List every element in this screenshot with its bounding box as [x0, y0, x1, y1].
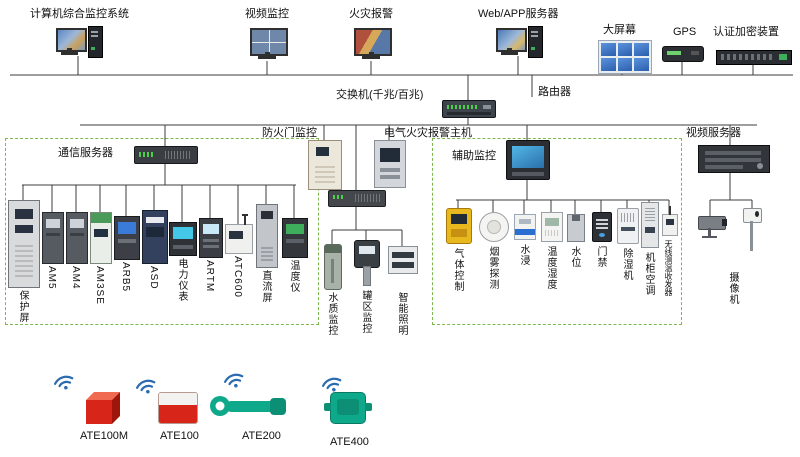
label-gps: GPS [673, 26, 697, 38]
middle-server-icon [328, 190, 386, 207]
label-am4: AM4 [70, 266, 81, 290]
water-quality-sensor-icon [324, 244, 342, 290]
am5-device-icon [42, 212, 64, 264]
am4-device-icon [66, 212, 88, 264]
label-tank-monitoring: 罐区监控 [360, 290, 371, 334]
label-cabinet-ac: 机柜空调 [643, 252, 654, 296]
arb5-device-icon [114, 216, 140, 260]
label-gas-control: 气体控制 [452, 248, 463, 292]
label-access-control: 门禁 [595, 246, 606, 268]
ate400-product-icon [324, 392, 372, 424]
box-camera-icon [696, 214, 727, 240]
asd-device-icon [142, 210, 168, 264]
label-ate100m: ATE100M [80, 430, 129, 442]
encryption-device-icon [716, 50, 792, 65]
label-temp-humidity: 温度湿度 [545, 246, 556, 290]
label-protection-panel: 保护屏 [17, 290, 28, 323]
aux-monitor-group-box [432, 138, 682, 325]
label-atc600: ATC600 [232, 256, 243, 298]
smoke-detector-icon [479, 212, 509, 242]
ate100-product-icon [158, 392, 198, 424]
comm-group-title: 通信服务器 [58, 147, 113, 159]
label-video-server: 视频服务器 [686, 127, 741, 139]
am3se-device-icon [90, 212, 112, 264]
water-level-sensor-icon [567, 214, 585, 242]
dc-panel-icon [256, 204, 278, 268]
label-smoke-detection: 烟雾探测 [487, 246, 498, 290]
label-switch: 交换机(千兆/百兆) [336, 89, 424, 101]
switch-icon [442, 100, 496, 118]
label-water-level: 水位 [569, 246, 580, 268]
artm-device-icon [199, 218, 223, 258]
aux-group-title: 辅助监控 [452, 150, 496, 162]
label-wireless-temp-transceiver: 无线测温收发器 [664, 240, 673, 296]
label-water-quality: 水质监控 [326, 292, 337, 336]
label-smart-lighting: 智能照明 [396, 292, 407, 336]
label-camera: 摄像机 [727, 272, 738, 305]
workstation-icon [56, 26, 103, 58]
dehumidifier-icon [617, 208, 639, 244]
cabinet-ac-icon [641, 202, 659, 248]
label-water-leak: 水浸 [518, 244, 529, 266]
label-am5: AM5 [46, 266, 57, 290]
water-leak-sensor-icon [514, 214, 536, 240]
web-app-server-icon [496, 26, 543, 58]
label-fire-alarm: 火灾报警 [349, 8, 393, 20]
wifi-icon [136, 379, 156, 394]
label-am3se: AM3SE [94, 266, 105, 305]
label-ate400: ATE400 [330, 436, 369, 448]
label-ate200: ATE200 [242, 430, 281, 442]
atc600-device-icon [225, 214, 253, 254]
ate100m-product-icon [86, 392, 120, 424]
wireless-temp-transceiver-icon [662, 206, 678, 236]
label-router: 路由器 [538, 86, 571, 98]
ptz-camera-icon [742, 206, 762, 251]
label-dehumidifier: 除湿机 [621, 248, 632, 281]
ate200-product-icon [210, 396, 286, 416]
aux-hmi-panel-icon [506, 140, 550, 180]
protection-panel-icon [8, 200, 40, 288]
label-ate100: ATE100 [160, 430, 199, 442]
video-monitor-icon [250, 28, 288, 61]
label-video-monitoring: 视频监控 [245, 8, 289, 20]
wifi-icon [224, 373, 244, 388]
comm-server-group-box [5, 138, 319, 325]
power-meter-icon [169, 222, 197, 256]
fire-alarm-monitor-icon [354, 28, 392, 61]
label-temperature-instrument: 温度仪 [288, 260, 299, 293]
label-fire-door-monitoring: 防火门监控 [262, 127, 317, 139]
label-artm: ARTM [204, 260, 215, 293]
electrical-fire-host-icon [374, 140, 406, 188]
label-big-screen: 大屏幕 [603, 24, 636, 36]
gps-device-icon [662, 46, 704, 62]
label-dc-panel: 直流屏 [260, 270, 271, 303]
smart-lighting-panel-icon [388, 246, 418, 274]
label-asd: ASD [148, 266, 159, 290]
label-computer-monitoring-system: 计算机综合监控系统 [30, 8, 129, 20]
label-arb5: ARB5 [120, 262, 131, 293]
wifi-icon [322, 377, 342, 392]
tank-monitor-stem [363, 266, 371, 286]
gas-control-icon [446, 208, 472, 244]
label-electrical-fire-host: 电气火灾报警主机 [384, 127, 472, 139]
tank-monitor-transmitter-icon [354, 240, 380, 268]
access-control-icon [592, 212, 612, 242]
comm-server-icon [134, 146, 198, 164]
big-screen-icon [598, 40, 652, 74]
wifi-icon [54, 375, 74, 390]
label-power-meter: 电力仪表 [176, 258, 187, 302]
video-server-icon [698, 145, 770, 173]
label-web-app-server: Web/APP服务器 [478, 8, 559, 20]
fire-door-monitor-cabinet-icon [308, 140, 342, 190]
label-encryption-device: 认证加密装置 [713, 26, 779, 38]
temp-humidity-sensor-icon [541, 212, 563, 242]
temperature-instrument-icon [282, 218, 308, 258]
